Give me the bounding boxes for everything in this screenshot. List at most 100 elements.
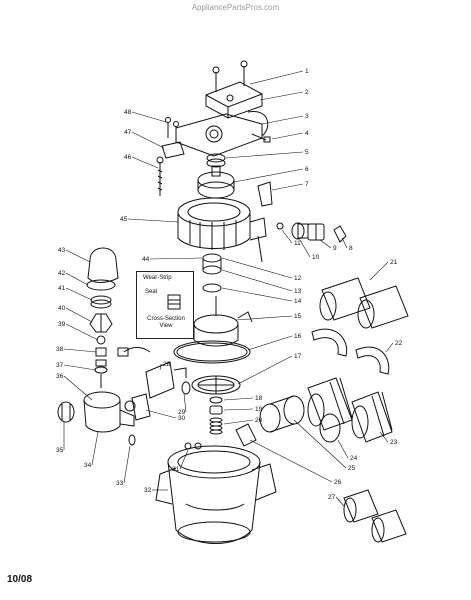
part-10-valve: [291, 222, 309, 240]
part-label-26: 26: [334, 479, 342, 486]
leader-line-31: [179, 449, 189, 470]
part-34-housing: [83, 391, 136, 433]
part-35-knob: [57, 401, 75, 423]
leader-line-1: [249, 70, 304, 85]
part-label-4: 4: [305, 130, 309, 137]
part-label-25: 25: [348, 465, 356, 472]
leader-line-40: [65, 307, 93, 323]
part-23-adapters: [307, 377, 393, 443]
leader-line-38: [63, 348, 97, 353]
part-28-bracket: [117, 347, 187, 399]
wear-strip-callout: Wear-Strip Seal Cross-Section View: [136, 271, 194, 339]
leader-line-12: [221, 257, 293, 279]
part-2-cover: [205, 81, 263, 119]
leader-line-22: [385, 342, 394, 353]
leader-line-47: [131, 131, 165, 149]
part-13-ring: [202, 265, 222, 275]
part-label-37: 37: [56, 362, 64, 369]
part-6-gear: [197, 165, 235, 199]
source-watermark: AppliancePartsPros.com: [191, 3, 280, 12]
part-label-8: 8: [349, 245, 353, 252]
part-label-10: 10: [312, 254, 320, 261]
part-label-28: 28: [163, 361, 171, 368]
part-11-ring: [276, 222, 284, 230]
part-label-45: 45: [120, 216, 128, 223]
part-20-spring: [209, 417, 223, 435]
part-27-couplings: [343, 489, 407, 543]
part-30-clip: [131, 393, 151, 421]
part-label-18: 18: [255, 395, 263, 402]
part-42-oring: [86, 279, 116, 291]
leader-line-29: [183, 393, 187, 413]
part-label-33: 33: [116, 480, 124, 487]
part-label-34: 34: [84, 462, 92, 469]
part-41-seal: [90, 295, 112, 305]
leader-line-30: [145, 409, 177, 419]
leader-line-36: [63, 375, 93, 401]
leader-line-2: [259, 91, 304, 101]
part-label-21: 21: [390, 259, 398, 266]
leader-line-33: [123, 445, 131, 484]
part-8-clip: [333, 225, 347, 243]
leader-line-34: [91, 431, 99, 466]
leader-line-9: [319, 239, 332, 249]
part-label-5: 5: [305, 149, 309, 156]
part-25-cylinder: [259, 395, 305, 433]
part-33-clip: [128, 434, 136, 446]
leader-line-44: [149, 257, 203, 260]
part-48-screws: [165, 117, 179, 140]
part-38-parts: [95, 347, 107, 367]
leader-line-27: [335, 496, 345, 507]
leader-line-43: [65, 249, 91, 263]
part-47-bracket: [161, 141, 185, 159]
leader-line-41: [65, 287, 93, 301]
leader-line-3: [261, 115, 304, 125]
part-label-9: 9: [333, 245, 337, 252]
part-label-20: 20: [255, 417, 263, 424]
part-label-48: 48: [124, 109, 132, 116]
part-label-42: 42: [58, 270, 66, 277]
leader-line-26: [249, 439, 333, 483]
leader-line-46: [131, 156, 159, 169]
part-label-36: 36: [56, 373, 64, 380]
part-labels: 1234567891011121314151617181920212223242…: [56, 68, 403, 501]
leader-line-45: [127, 218, 179, 223]
part-46-screw: [156, 156, 164, 196]
part-label-31: 31: [172, 466, 180, 473]
leader-line-10: [299, 239, 311, 258]
leader-line-13: [221, 269, 293, 292]
part-label-35: 35: [56, 447, 64, 454]
leader-line-14: [221, 287, 293, 302]
part-37-ring: [94, 366, 108, 374]
part-label-43: 43: [58, 247, 66, 254]
part-17-cage: [191, 375, 241, 395]
leader-line-18: [223, 397, 254, 401]
part-label-11: 11: [294, 240, 301, 247]
part-label-24: 24: [350, 455, 358, 462]
leader-line-24: [337, 439, 349, 459]
leader-line-48: [131, 111, 167, 123]
leader-line-37: [63, 364, 97, 371]
part-label-7: 7: [305, 181, 309, 188]
leader-line-39: [65, 323, 99, 341]
part-label-6: 6: [305, 166, 309, 173]
part-label-22: 22: [395, 340, 403, 347]
leader-line-4: [271, 132, 304, 140]
part-1-screws: [212, 60, 248, 92]
part-5-ring: [206, 153, 226, 163]
leader-line-16: [247, 335, 293, 351]
leader-line-21: [369, 261, 389, 281]
part-32-valve-body: [155, 445, 277, 544]
callout-wear-strip-label: Wear-Strip: [143, 275, 172, 281]
part-label-16: 16: [294, 333, 302, 340]
part-label-47: 47: [124, 129, 132, 136]
part-40-gear: [89, 313, 113, 333]
leader-line-23: [379, 431, 389, 443]
leader-line-19: [223, 408, 254, 411]
part-label-30: 30: [178, 415, 186, 422]
part-19-spacer: [209, 405, 223, 415]
part-21-couplings: [319, 277, 409, 329]
leader-line-25: [293, 419, 347, 469]
part-label-23: 23: [390, 439, 398, 446]
